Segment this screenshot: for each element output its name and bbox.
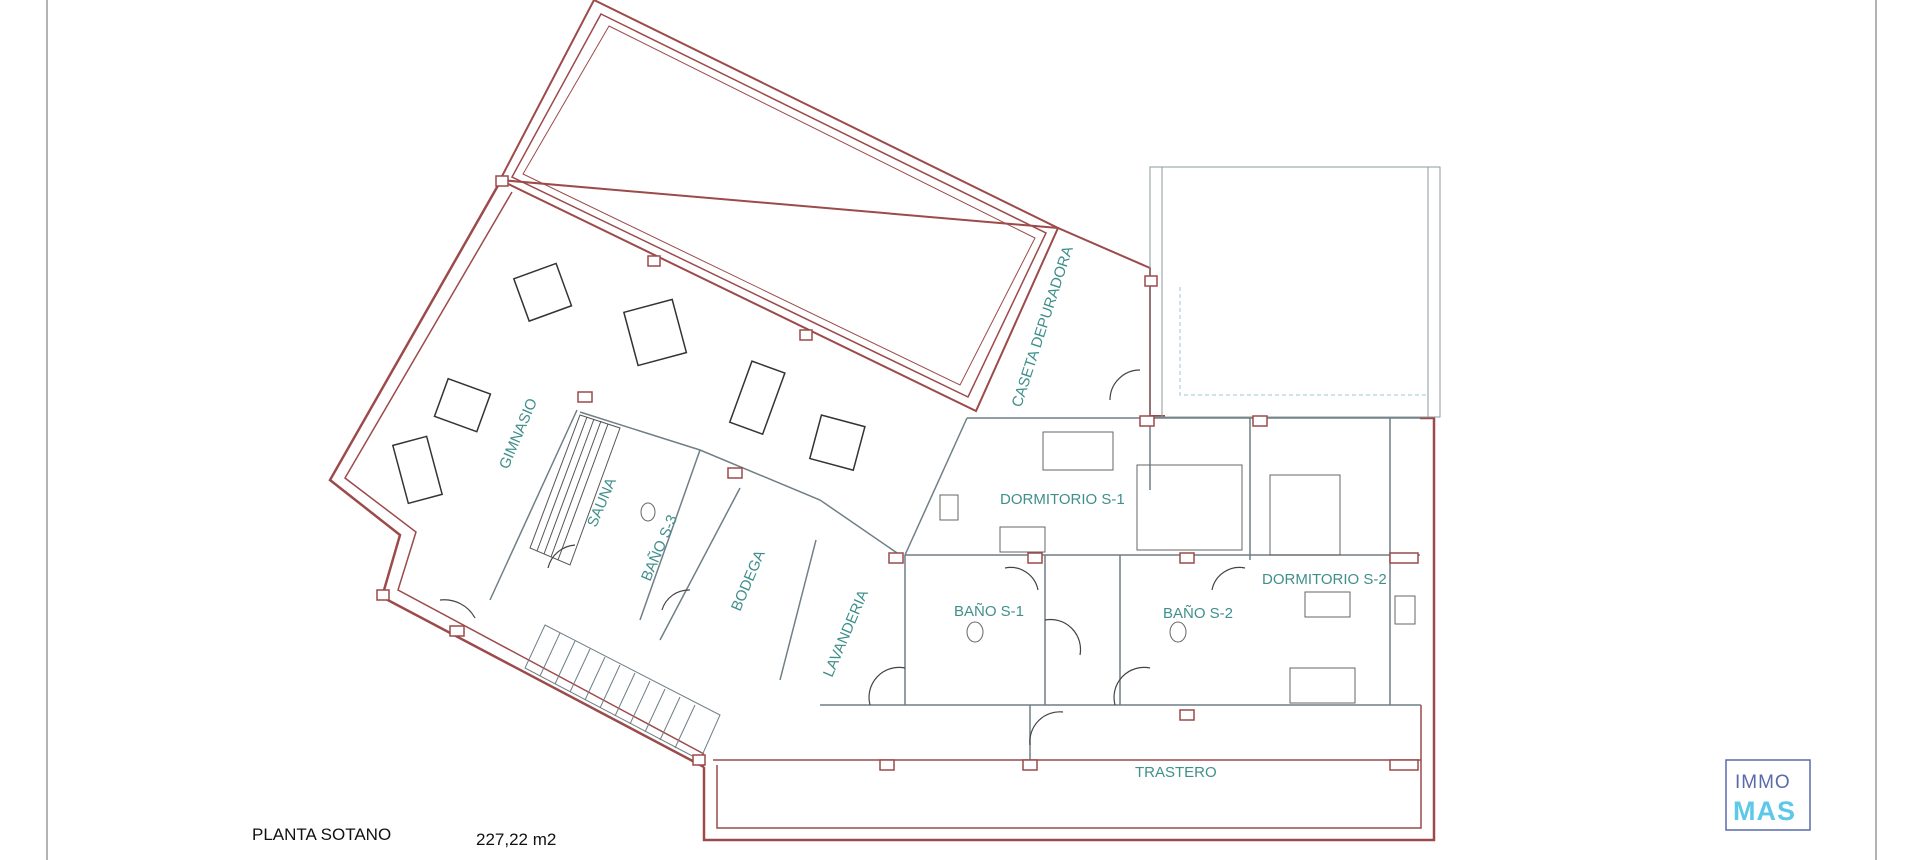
columns <box>376 175 1419 771</box>
logo-bottom-text: MAS <box>1733 796 1796 826</box>
summary-area: 227,22 m2 <box>476 830 556 849</box>
patio <box>1149 166 1441 418</box>
gym-equipment <box>391 262 866 505</box>
pool <box>498 0 1060 413</box>
room-label-gimnasio: GIMNASIO <box>496 396 541 472</box>
room-label-sauna: SAUNA <box>584 475 620 529</box>
immomas-logo: IMMO MAS <box>1725 759 1811 831</box>
outer-walls <box>328 179 1436 842</box>
room-label-bano-s2: BAÑO S-2 <box>1163 605 1233 622</box>
sauna-bench <box>529 414 621 566</box>
room-label-dormitorio-s2: DORMITORIO S-2 <box>1262 571 1387 588</box>
logo-top-text: IMMO <box>1735 772 1791 793</box>
furniture <box>640 431 1416 704</box>
summary-label: PLANTA SOTANO <box>252 825 391 844</box>
room-label-bano-s3: BAÑO S-3 <box>638 512 681 583</box>
room-label-trastero: TRASTERO <box>1135 764 1217 781</box>
room-label-lavanderia: LAVANDERIA <box>820 587 872 679</box>
room-label-dormitorio-s1: DORMITORIO S-1 <box>1000 491 1125 508</box>
doors <box>439 369 1246 746</box>
room-label-bodega: BODEGA <box>728 548 769 614</box>
staircase <box>524 624 721 761</box>
room-label-bano-s1: BAÑO S-1 <box>954 603 1024 620</box>
